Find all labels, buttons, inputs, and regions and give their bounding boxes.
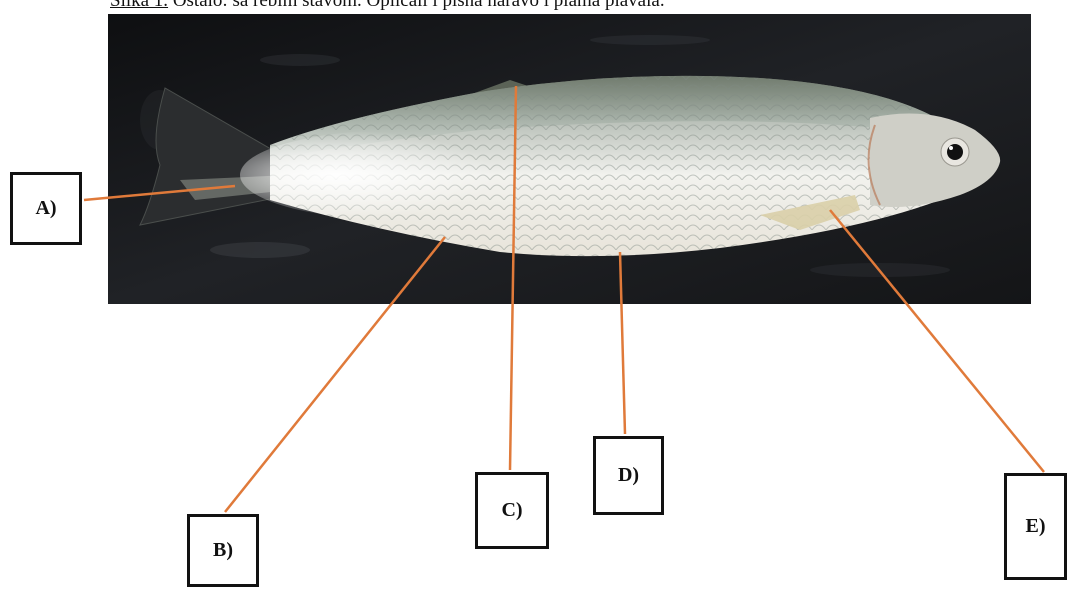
label-a: A) <box>10 172 82 245</box>
label-e: E) <box>1004 473 1067 580</box>
label-d: D) <box>593 436 664 515</box>
label-b: B) <box>187 514 259 587</box>
label-c: C) <box>475 472 549 549</box>
